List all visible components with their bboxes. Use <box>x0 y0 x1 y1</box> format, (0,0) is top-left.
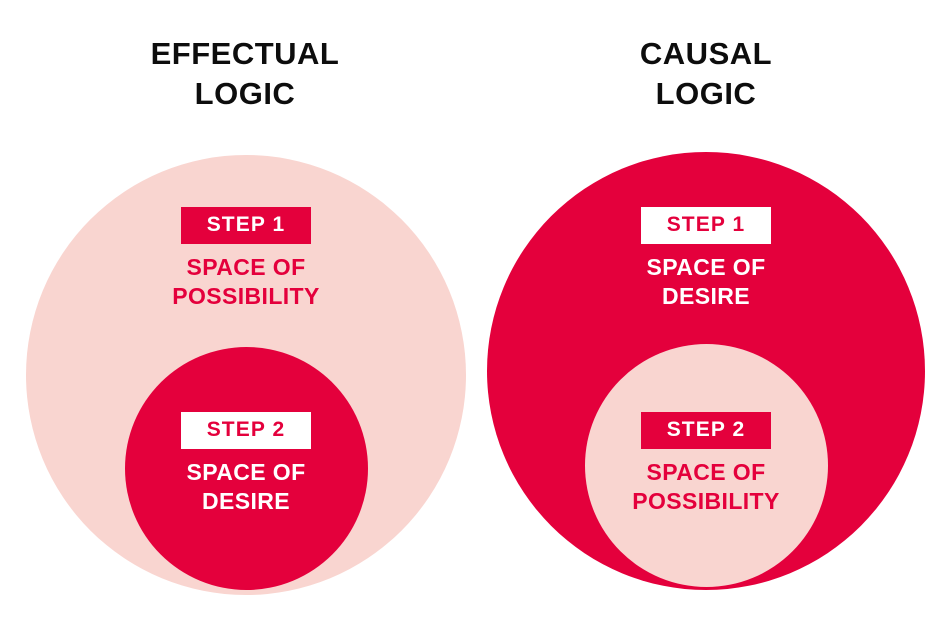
panel-title-effectual: EFFECTUAL LOGIC <box>150 36 340 111</box>
causal-step2-block: STEP 2 SPACE OF POSSIBILITY <box>541 412 871 516</box>
causal-inner-circle <box>585 344 828 587</box>
causal-step1-block: STEP 1 SPACE OF DESIRE <box>541 207 871 311</box>
effectual-step2-badge: STEP 2 <box>180 412 312 450</box>
causal-step1-caption: SPACE OF DESIRE <box>646 254 766 309</box>
effectual-step2-caption: SPACE OF DESIRE <box>186 459 306 514</box>
effectual-step1-badge: STEP 1 <box>180 207 312 245</box>
causal-step2-caption: SPACE OF POSSIBILITY <box>632 459 780 514</box>
causal-step1-badge: STEP 1 <box>640 207 772 245</box>
panel-title-causal: CAUSAL LOGIC <box>639 36 773 111</box>
effectual-inner-circle <box>125 347 368 590</box>
effectual-step2-block: STEP 2 SPACE OF DESIRE <box>81 412 411 516</box>
effectual-step1-block: STEP 1 SPACE OF POSSIBILITY <box>81 207 411 311</box>
causal-step2-badge: STEP 2 <box>640 412 772 450</box>
effectual-step1-caption: SPACE OF POSSIBILITY <box>172 254 320 309</box>
